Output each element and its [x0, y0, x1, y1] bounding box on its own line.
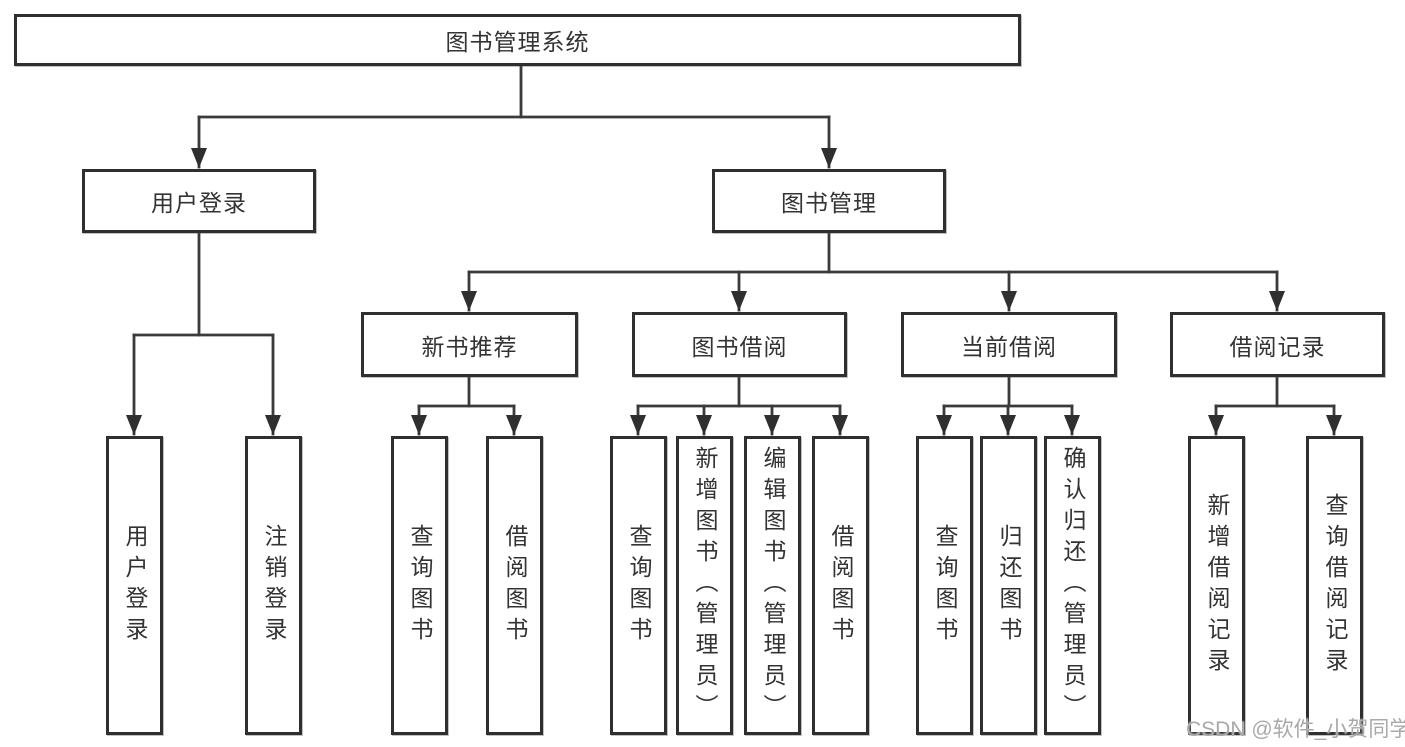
node-label: 借阅记录 [1229, 333, 1326, 360]
node-book-management: 图书管理 [712, 169, 946, 233]
leaf-label: 编辑图书（管理员） [760, 446, 786, 725]
leaf-label: 借阅图书 [502, 523, 528, 648]
leaf-borrow-books: 借阅图书 [812, 436, 869, 735]
leaf-query-books-borrow: 查询图书 [610, 436, 667, 735]
node-current-borrow: 当前借阅 [901, 312, 1117, 377]
node-new-book-recommend: 新书推荐 [361, 312, 578, 377]
leaf-query-borrow-record: 查询借阅记录 [1306, 436, 1363, 735]
node-label: 图书管理系统 [445, 29, 590, 55]
node-label: 用户登录 [151, 190, 247, 216]
node-library-system: 图书管理系统 [14, 14, 1021, 66]
leaf-borrow-books-recommend: 借阅图书 [486, 436, 543, 735]
leaf-label: 查询图书 [407, 523, 433, 648]
leaf-query-books-recommend: 查询图书 [391, 436, 448, 735]
leaf-add-borrow-record: 新增借阅记录 [1188, 436, 1245, 735]
leaf-user-login: 用户登录 [106, 436, 163, 735]
leaf-label: 新增借阅记录 [1204, 492, 1230, 679]
leaf-label: 用户登录 [122, 523, 148, 648]
leaf-label: 查询借阅记录 [1322, 492, 1348, 679]
leaf-label: 新增图书（管理员） [692, 446, 718, 725]
csdn-watermark: CSDN @软件_小贺同学 [1186, 718, 1405, 741]
leaf-edit-books-admin: 编辑图书（管理员） [744, 436, 801, 735]
leaf-label: 确认归还（管理员） [1060, 446, 1086, 725]
node-label: 新书推荐 [421, 333, 518, 360]
leaf-label: 查询图书 [626, 523, 652, 648]
leaf-label: 注销登录 [261, 523, 287, 648]
node-borrow-records: 借阅记录 [1170, 312, 1385, 377]
leaf-label: 查询图书 [932, 523, 958, 648]
leaf-label: 归还图书 [996, 523, 1022, 648]
node-book-borrow: 图书借阅 [632, 312, 847, 377]
node-user-login: 用户登录 [82, 169, 316, 233]
node-label: 图书借阅 [691, 333, 788, 360]
leaf-logout: 注销登录 [245, 436, 302, 735]
leaf-return-books: 归还图书 [980, 436, 1037, 735]
node-label: 图书管理 [781, 190, 877, 216]
leaf-label: 借阅图书 [828, 523, 854, 648]
leaf-confirm-return-admin: 确认归还（管理员） [1044, 436, 1101, 735]
node-label: 当前借阅 [961, 333, 1057, 360]
leaf-query-books-current: 查询图书 [916, 436, 973, 735]
leaf-add-books-admin: 新增图书（管理员） [676, 436, 733, 735]
